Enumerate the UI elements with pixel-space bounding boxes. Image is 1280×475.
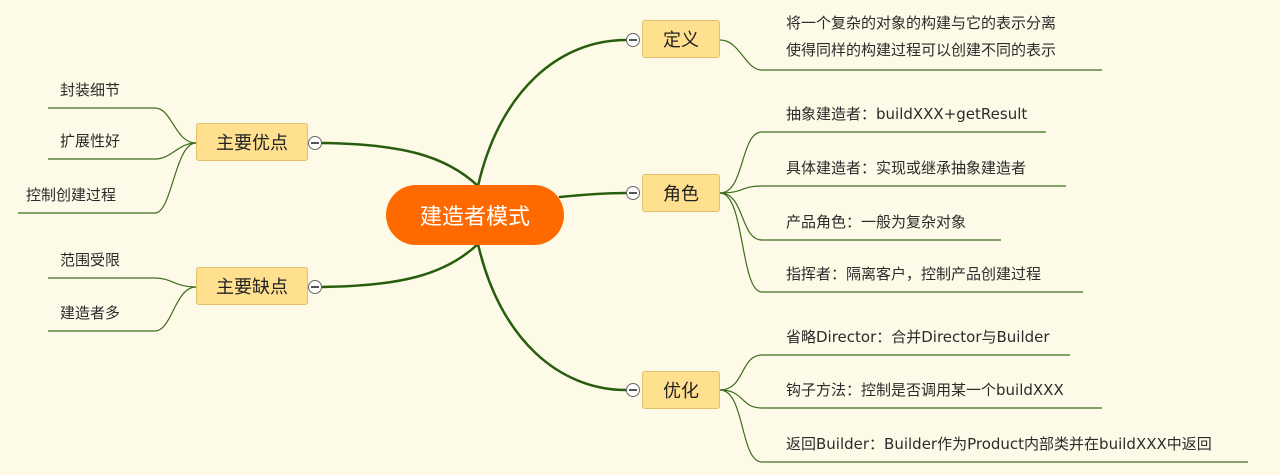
collapse-definition-icon[interactable] [626,33,640,47]
edge-roles-item-1 [719,131,1046,194]
edge-root-disadvantages [320,242,480,289]
branch-disadvantages[interactable]: 主要缺点 [196,267,308,305]
optimization-item: 返回Builder：Builder作为Product内部类并在buildXXX中… [786,435,1212,453]
collapse-roles-icon[interactable] [626,186,640,200]
definition-text-line-1: 将一个复杂的对象的构建与它的表示分离 [786,14,1057,32]
optimization-item: 钩子方法：控制是否调用某一个buildXXX [786,381,1064,399]
advantages-item: 扩展性好 [60,132,121,150]
root-node-label: 建造者模式 [419,205,530,230]
branch-optimization-label: 优化 [663,381,699,402]
edge-roles-item-4 [719,192,1083,293]
edge-advantages-item-1 [48,107,197,144]
optimization-item: 省略Director：合并Director与Builder [786,328,1050,346]
advantages-item: 控制创建过程 [26,186,117,204]
advantages-item: 封装细节 [60,81,121,99]
edge-advantages-item-3 [18,142,197,214]
edge-disadvantages-item-1 [48,277,197,288]
edge-optimization-item-2 [719,389,1102,409]
roles-item: 具体建造者：实现或继承抽象建造者 [786,159,1027,177]
branch-disadvantages-label: 主要缺点 [216,277,288,298]
edge-root-advantages [320,141,480,188]
roles-item: 抽象建造者：buildXXX+getResult [786,105,1028,123]
definition-text-line-2: 使得同样的构建过程可以创建不同的表示 [786,41,1057,59]
branch-advantages[interactable]: 主要优点 [196,123,308,161]
collapse-optimization-icon[interactable] [626,383,640,397]
collapse-disadvantages-icon[interactable] [308,280,322,294]
edge-definition-text [719,39,1102,71]
edge-optimization-item-3 [719,389,1248,463]
edge-disadvantages-item-2 [48,286,197,332]
branch-advantages-label: 主要优点 [216,133,288,154]
disadvantages-item: 范围受限 [60,251,121,269]
roles-item: 指挥者：隔离客户，控制产品创建过程 [786,265,1042,283]
roles-item: 产品角色：一般为复杂对象 [786,213,967,231]
edge-root-definition [476,38,628,188]
edge-root-roles [558,191,628,199]
edge-roles-item-3 [719,192,1001,241]
edge-advantages-item-2 [48,142,197,160]
branch-roles-label: 角色 [663,184,699,205]
root-node[interactable]: 建造者模式 [386,185,564,245]
branch-definition[interactable]: 定义 [642,20,720,58]
branch-optimization[interactable]: 优化 [642,371,720,409]
collapse-advantages-icon[interactable] [308,136,322,150]
edge-root-optimization [476,242,628,392]
edge-optimization-item-1 [719,354,1070,391]
branch-definition-label: 定义 [663,30,699,51]
edge-roles-item-2 [719,185,1066,194]
disadvantages-item: 建造者多 [60,304,121,322]
branch-roles[interactable]: 角色 [642,174,720,212]
